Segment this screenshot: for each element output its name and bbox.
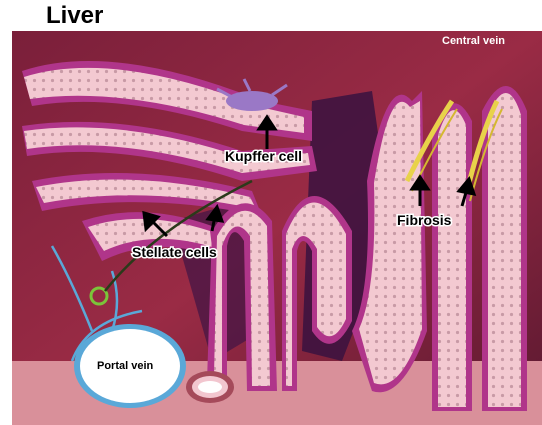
portal-vein-label: Portal vein [97,360,154,372]
kupffer-cell-label: Kupffer cell [225,148,302,164]
stellate-cells-label: Stellate cells [132,244,217,260]
bile-duct-shape [186,371,234,403]
liver-tissue-illustration: Central vein Kupffer cell Stellate cells… [12,31,542,425]
fibrosis-label: Fibrosis [397,212,452,228]
figure-title: Liver [46,2,103,30]
central-vein-label: Central vein [442,35,505,47]
